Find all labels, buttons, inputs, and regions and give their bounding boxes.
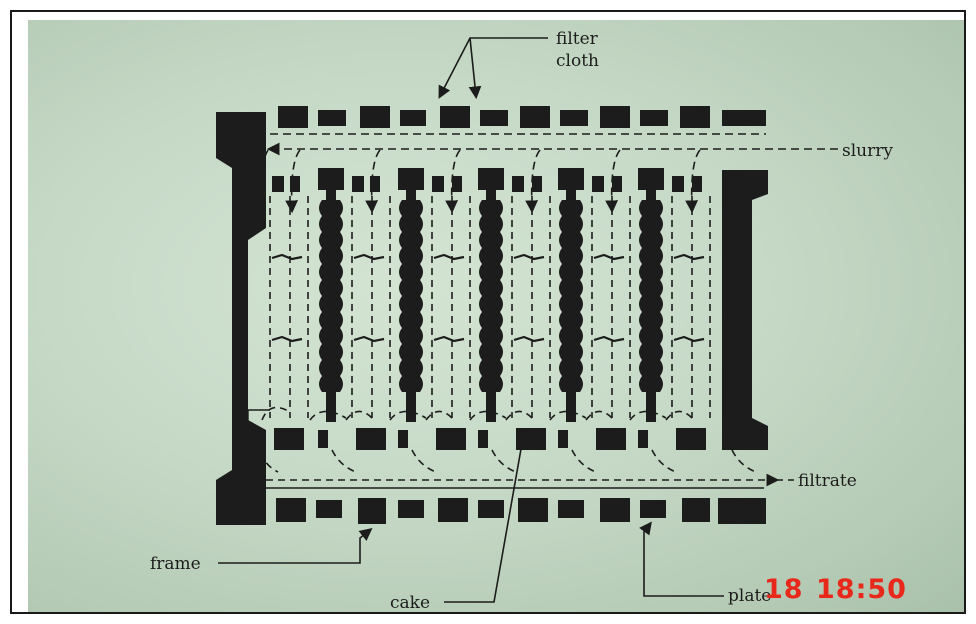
timestamp-day: 18 bbox=[764, 574, 804, 605]
label-slurry: slurry bbox=[842, 141, 893, 161]
label-frame: frame bbox=[150, 554, 201, 574]
label-filtrate: filtrate bbox=[798, 471, 857, 491]
left-end-head bbox=[216, 112, 266, 525]
bottom-block-row bbox=[276, 498, 766, 524]
lower-block-row bbox=[274, 428, 706, 450]
top-block-row bbox=[278, 106, 766, 128]
label-cloth: cloth bbox=[556, 51, 599, 71]
label-cake: cake bbox=[390, 593, 430, 613]
timestamp-time: 18:50 bbox=[816, 574, 907, 605]
label-filter: filter bbox=[556, 29, 599, 49]
right-end-head bbox=[722, 170, 768, 450]
